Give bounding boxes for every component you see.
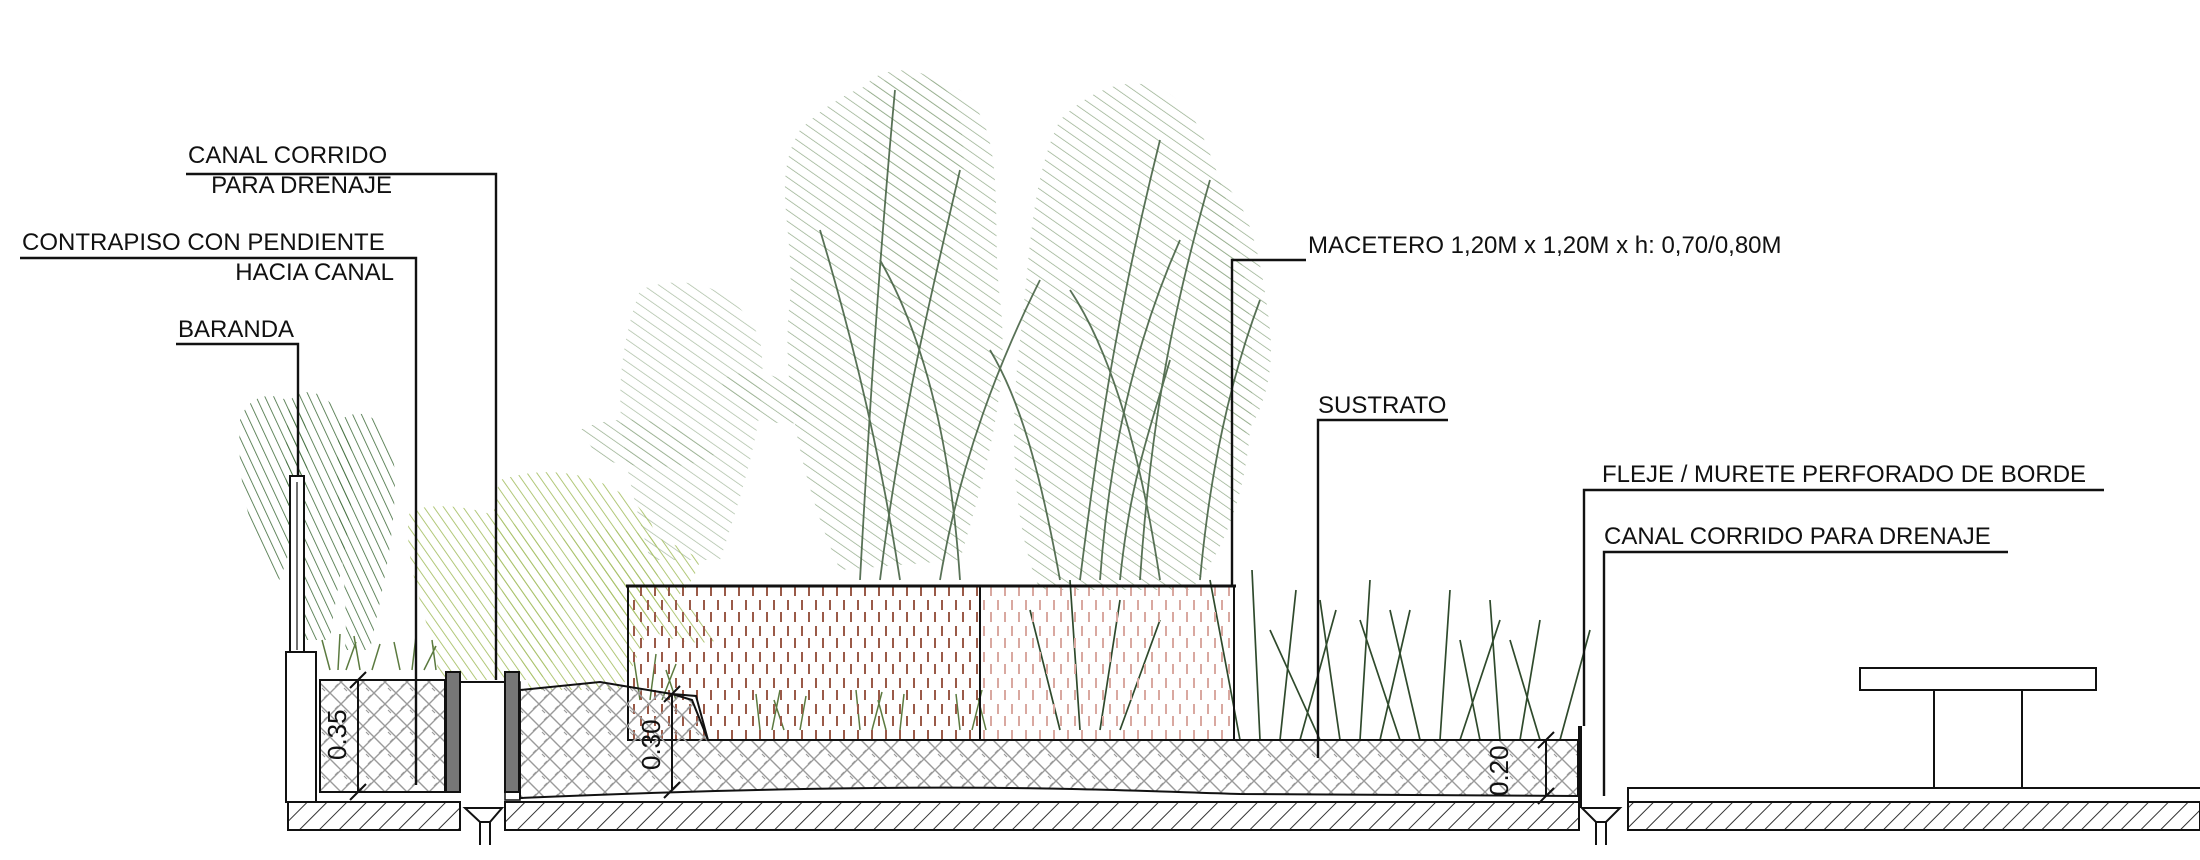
label-baranda: BARANDA [178, 316, 294, 343]
label-canal-left-line2: PARA DRENAJE [211, 172, 392, 199]
label-contrapiso-line1: CONTRAPISO CON PENDIENTE [22, 229, 385, 256]
concrete-slab [287, 801, 2200, 831]
annotation-labels: CANAL CORRIDO PARA DRENAJE CONTRAPISO CO… [22, 142, 2086, 550]
label-canal-right: CANAL CORRIDO PARA DRENAJE [1604, 523, 1991, 550]
bench [1859, 667, 2097, 789]
dimension-right-value: 0.20 [1484, 745, 1514, 796]
leader-lines [20, 172, 2104, 796]
label-fleje: FLEJE / MURETE PERFORADO DE BORDE [1602, 461, 2086, 488]
label-macetero: MACETERO 1,20M x 1,20M x h: 0,70/0,80M [1308, 232, 1782, 259]
light-green-bush [407, 472, 720, 690]
dimension-left: 0.35 [322, 671, 367, 801]
baranda-post [285, 475, 317, 803]
dimension-right: 0.20 [1484, 731, 1555, 805]
dimension-middle-value: 0.30 [636, 719, 666, 770]
planter-box [626, 584, 1236, 741]
dimension-middle: 0.30 [636, 685, 681, 799]
dimension-left-value: 0.35 [322, 709, 352, 760]
label-sustrato: SUSTRATO [1318, 392, 1446, 419]
left-canal [445, 671, 520, 845]
tall-grass-blades [819, 89, 1261, 581]
baranda-plant [239, 392, 395, 650]
tall-tree-foliage [580, 70, 1271, 590]
label-canal-left-line1: CANAL CORRIDO [188, 142, 387, 169]
label-contrapiso-line2: HACIA CANAL [235, 259, 394, 286]
